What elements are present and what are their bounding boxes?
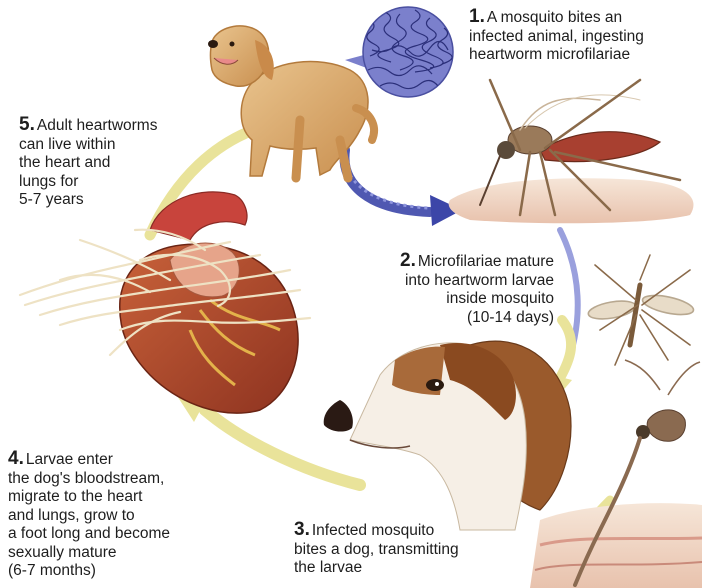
step-line: bites a dog, transmitting [294, 541, 459, 560]
step-line: Microfilariae mature [418, 253, 554, 270]
step-line: a foot long and become [8, 525, 170, 544]
step-line: (6-7 months) [8, 562, 170, 581]
step-line: the heart and [19, 154, 157, 173]
step-line: A mosquito bites an [487, 9, 622, 26]
step-line: 5-7 years [19, 191, 157, 210]
step-number: 5. [19, 114, 35, 135]
step-number: 3. [294, 519, 310, 540]
step-line: Larvae enter [26, 451, 113, 468]
step-line: infected animal, ingesting [469, 28, 644, 47]
heart-with-worms-icon [20, 192, 310, 413]
step-line: the dog's bloodstream, [8, 470, 170, 489]
skin-patch-1 [449, 178, 694, 223]
step-line: can live within [19, 136, 157, 155]
beagle-head-icon [324, 341, 571, 530]
step-line: Infected mosquito [312, 522, 434, 539]
step-line: and lungs, grow to [8, 507, 170, 526]
step-number: 2. [400, 250, 416, 271]
cycle-arrow-1-to-2 [344, 150, 462, 226]
step-line: (10-14 days) [400, 309, 554, 328]
step-3-text: 3.Infected mosquito bites a dog, transmi… [294, 521, 459, 578]
step-line: heartworm microfilariae [469, 46, 644, 65]
step-line: migrate to the heart [8, 488, 170, 507]
step-line: Adult heartworms [37, 117, 158, 134]
step-2-text: 2.Microfilariae mature into heartworm la… [400, 252, 554, 327]
small-mosquito-icon [587, 255, 695, 365]
step-4-text: 4.Larvae enter the dog's bloodstream, mi… [8, 450, 170, 581]
step-5-text: 5.Adult heartworms can live within the h… [19, 116, 157, 210]
step-1-text: 1.A mosquito bites an infected animal, i… [469, 8, 644, 65]
step-line: inside mosquito [400, 290, 554, 309]
step-number: 1. [469, 6, 485, 27]
step-number: 4. [8, 448, 24, 469]
step-line: the larvae [294, 559, 459, 578]
step-line: lungs for [19, 173, 157, 192]
step-line: into heartworm larvae [400, 272, 554, 291]
step-line: sexually mature [8, 544, 170, 563]
